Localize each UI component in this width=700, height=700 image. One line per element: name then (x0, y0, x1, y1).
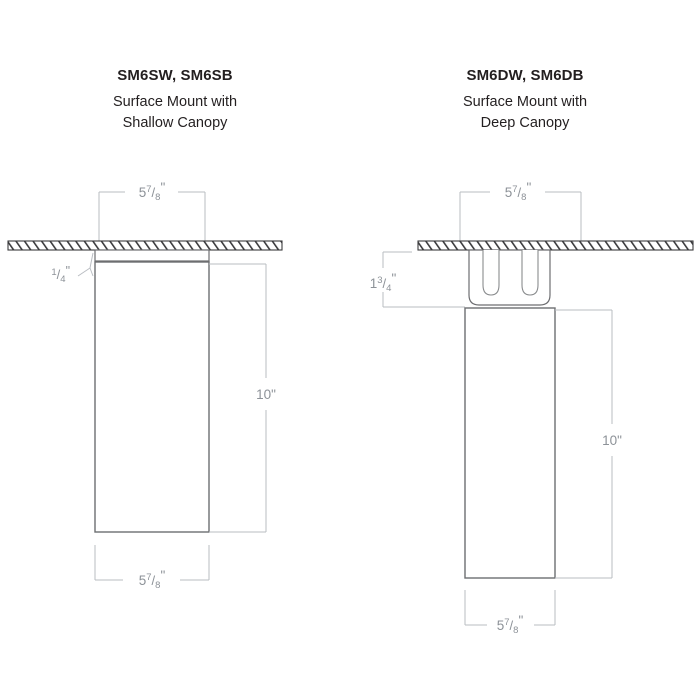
shallow-top-width-numerator: 7 (146, 184, 151, 195)
shallow-canopy-depth-label: 1/4" (51, 264, 70, 285)
deep-top-width-label: 57/8" (505, 180, 532, 203)
panel-deep-description-line1: Surface Mount with (462, 94, 588, 110)
panel-deep-model-codes: SM6DW, SM6DB (466, 67, 584, 84)
deep-canopy-depth-label: 13/4" (370, 271, 397, 294)
deep-bottom-width-label: 57/8" (497, 613, 524, 636)
shallow-canopy-plate (94, 249, 210, 264)
deep-bottom-width-denominator: 8 (513, 625, 518, 636)
shallow-height-label: 10" (256, 387, 276, 402)
panel-shallow-description-line1: Surface Mount with (112, 94, 238, 110)
shallow-bottom-width-dimension: 57/8" (94, 545, 210, 591)
shallow-top-width-denominator: 8 (155, 192, 160, 203)
shallow-height-value: 10 (256, 387, 271, 402)
shallow-bottom-width-label: 57/8" (139, 568, 166, 591)
panel-shallow-title-block: SM6SW, SM6SB Surface Mount with Shallow … (0, 66, 350, 134)
panel-deep-description-line2: Deep Canopy (480, 115, 570, 131)
deep-canopy-depth-dimension: 13/4" (370, 251, 465, 308)
deep-ceiling-slab (417, 240, 694, 251)
deep-height-value: 10 (602, 433, 617, 448)
shallow-bottom-width-numerator: 7 (146, 572, 151, 583)
deep-top-width-whole: 5 (505, 185, 513, 200)
deep-canopy-drawing: 57/8" 13/4" (370, 180, 694, 636)
deep-top-width-dimension: 57/8" (459, 180, 582, 247)
shallow-top-width-label: 57/8" (139, 180, 166, 203)
deep-canopy-depth-whole: 1 (370, 276, 378, 291)
panel-deep-description: Surface Mount with Deep Canopy (350, 92, 700, 134)
deep-height-dimension: 10" (555, 309, 622, 579)
shallow-bottom-width-denominator: 8 (155, 580, 160, 591)
deep-canopy-housing (468, 249, 551, 306)
shallow-height-unit: " (271, 387, 276, 402)
deep-height-label: 10" (602, 433, 622, 448)
shallow-cylinder-body (94, 261, 210, 533)
deep-canopy-depth-unit: " (391, 271, 396, 286)
shallow-canopy-drawing: 57/8" 1/4" (7, 180, 283, 591)
deep-top-width-numerator: 7 (512, 184, 517, 195)
deep-height-unit: " (617, 433, 622, 448)
shallow-bottom-width-whole: 5 (139, 573, 147, 588)
panel-deep-canopy: SM6DW, SM6DB Surface Mount with Deep Can… (350, 0, 700, 700)
deep-canopy-depth-denominator: 4 (386, 283, 391, 294)
deep-top-width-denominator: 8 (521, 192, 526, 203)
shallow-canopy-depth-denominator: 4 (60, 274, 65, 285)
deep-top-width-unit: " (526, 180, 531, 195)
panel-deep-title-block: SM6DW, SM6DB Surface Mount with Deep Can… (350, 66, 700, 134)
deep-bottom-width-unit: " (518, 613, 523, 628)
panel-shallow-canopy: SM6SW, SM6SB Surface Mount with Shallow … (0, 66, 350, 591)
deep-bottom-width-dimension: 57/8" (464, 590, 556, 636)
deep-bottom-width-whole: 5 (497, 618, 505, 633)
shallow-bottom-width-unit: " (160, 568, 165, 583)
panel-shallow-description-line2: Shallow Canopy (122, 115, 228, 131)
shallow-canopy-depth-dimension: 1/4" (51, 252, 94, 285)
shallow-canopy-depth-unit: " (66, 264, 70, 278)
shallow-ceiling-slab (7, 240, 283, 251)
shallow-canopy-depth-numerator: 1 (51, 267, 56, 278)
shallow-height-dimension: 10" (209, 263, 276, 533)
shallow-top-width-dimension: 57/8" (98, 180, 206, 247)
panel-shallow-description: Surface Mount with Shallow Canopy (0, 92, 350, 134)
shallow-top-width-unit: " (160, 180, 165, 195)
deep-canopy-depth-numerator: 3 (377, 275, 382, 286)
panel-shallow-model-codes: SM6SW, SM6SB (117, 67, 233, 84)
deep-bottom-width-numerator: 7 (504, 617, 509, 628)
deep-cylinder-body (464, 307, 556, 579)
shallow-top-width-whole: 5 (139, 185, 147, 200)
